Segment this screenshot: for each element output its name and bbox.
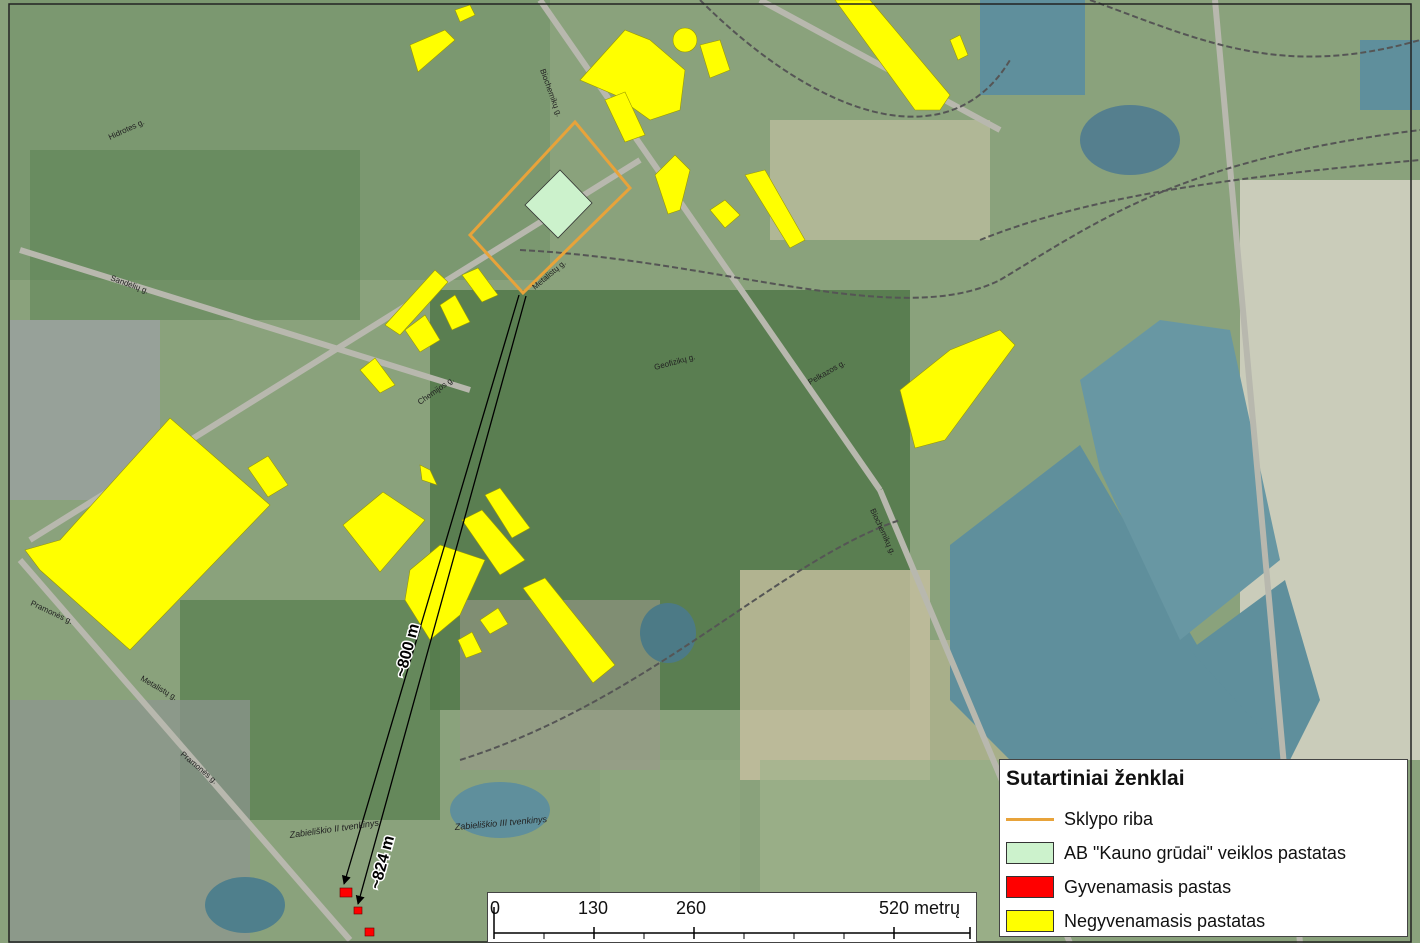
residential-building-symbol	[1006, 876, 1054, 898]
legend-label: Sklypo riba	[1064, 809, 1154, 829]
residential-buildings	[339, 887, 375, 937]
company-building	[524, 169, 593, 239]
scale-label: 0	[490, 898, 501, 918]
scale-label: 130	[578, 898, 609, 918]
legend-item-nonresidential: Negyvenamasis pastatas	[1000, 907, 1405, 937]
scale-label: 520 metrų	[879, 898, 961, 918]
distance-arrows	[341, 294, 527, 905]
legend-label: Negyvenamasis pastatas	[1064, 911, 1266, 931]
distance-arrow-824	[355, 295, 527, 905]
plot-boundary-symbol	[1006, 818, 1054, 821]
field-parcel	[740, 570, 930, 780]
nonresidential-buildings	[24, 0, 1016, 684]
legend-item-company-building: AB "Kauno grūdai" veiklos pastatas	[1000, 839, 1405, 869]
scale-bar: 0 130 260 520 metrų	[487, 892, 977, 943]
legend-label: AB "Kauno grūdai" veiklos pastatas	[1064, 843, 1346, 863]
legend-title: Sutartiniai ženklai	[1006, 767, 1185, 790]
nonresidential-building-symbol	[1006, 910, 1054, 932]
legend-item-residential: Gyvenamasis pastas	[1000, 873, 1405, 903]
railways	[459, 0, 1420, 761]
distance-arrow-800	[341, 294, 520, 885]
scale-label: 260	[676, 898, 707, 918]
legend-label: Gyvenamasis pastas	[1064, 877, 1232, 897]
plot-boundary	[467, 119, 633, 296]
scale-ruler	[493, 907, 971, 939]
company-building-symbol	[1006, 842, 1054, 864]
legend-panel: Sutartiniai ženklai Sklypo riba AB "Kaun…	[999, 759, 1408, 937]
water-bodies	[205, 0, 1420, 933]
legend-item-plot-boundary: Sklypo riba	[1000, 805, 1405, 835]
